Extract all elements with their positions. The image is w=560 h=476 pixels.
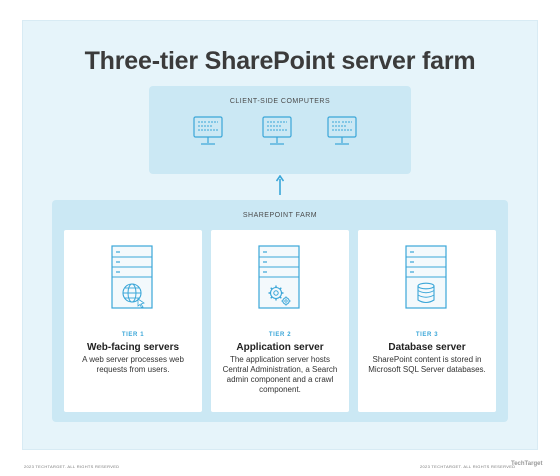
arrow-up-icon — [276, 175, 284, 195]
tier-description: SharePoint content is stored in Microsof… — [368, 355, 486, 374]
tier-card-web: TIER 1 Web-facing servers A web server p… — [64, 230, 202, 412]
copyright-text: 2023 TECHTARGET. ALL RIGHTS RESERVED — [24, 464, 120, 469]
tier-description: A web server processes web requests from… — [82, 355, 184, 374]
page-title: Three-tier SharePoint server farm — [84, 47, 476, 75]
tier-description: The application server hosts Central Adm… — [222, 355, 338, 394]
client-side-section: CLIENT-SIDE COMPUTERS — [149, 86, 411, 174]
tier-number: TIER 3 — [415, 332, 439, 338]
tier-number: TIER 2 — [268, 332, 292, 338]
database-icon — [417, 282, 435, 304]
gears-icon — [268, 285, 291, 306]
tier-card-application: TIER 2 Application server The applicatio… — [211, 230, 349, 412]
globe-icon — [122, 283, 145, 308]
copyright-text: 2023 TECHTARGET. ALL RIGHTS RESERVED — [420, 464, 516, 469]
web-server-icon — [111, 245, 153, 309]
client-section-label: CLIENT-SIDE COMPUTERS — [229, 98, 331, 105]
database-server-icon — [405, 245, 447, 309]
tier-name: Application server — [236, 342, 324, 353]
computer-monitor-icon — [262, 116, 292, 145]
computer-monitor-icon — [193, 116, 223, 145]
computer-monitor-icon — [327, 116, 357, 145]
tier-name: Web-facing servers — [86, 342, 180, 353]
tier-card-database: TIER 3 Database server SharePoint conten… — [358, 230, 496, 412]
tier-name: Database server — [388, 342, 466, 353]
tier-number: TIER 1 — [121, 332, 145, 338]
application-server-icon — [258, 245, 300, 309]
techtarget-logo: TechTarget — [511, 461, 543, 467]
farm-section-label: SHAREPOINT FARM — [242, 212, 318, 219]
